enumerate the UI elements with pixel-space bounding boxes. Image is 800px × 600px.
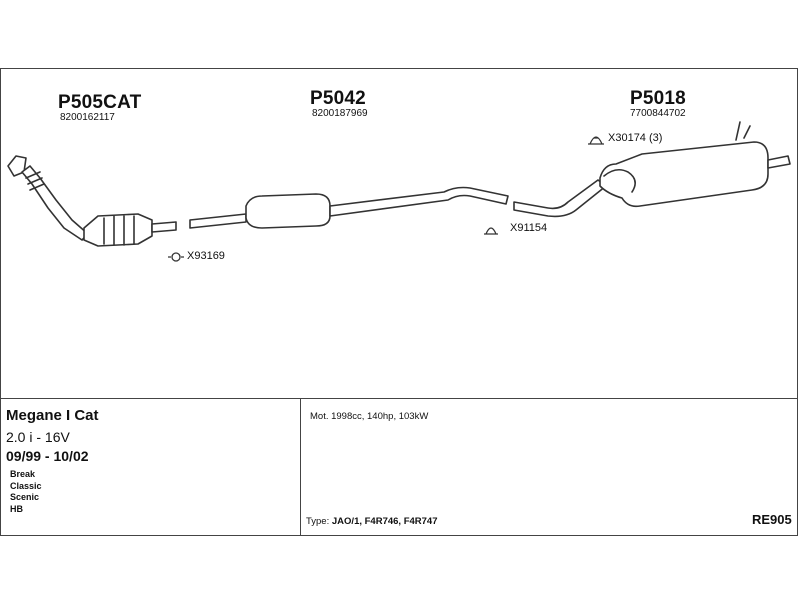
front-pipe xyxy=(21,165,89,241)
cat-outlet xyxy=(151,221,177,233)
vehicle-model: Megane I Cat xyxy=(6,407,99,424)
variant-list: Break Classic Scenic HB xyxy=(10,469,42,515)
section-divider xyxy=(0,398,798,399)
reference-code: RE905 xyxy=(752,512,792,527)
type-line: Type: JAO/1, F4R746, F4R747 xyxy=(306,516,438,527)
rear-inlet-pipe xyxy=(513,179,607,218)
part-code-p505cat: P505CAT xyxy=(58,92,142,113)
flex-joint xyxy=(25,171,45,191)
part-code-p5018: P5018 xyxy=(630,88,686,109)
type-label: Type: xyxy=(306,516,330,527)
variant-item: Scenic xyxy=(10,492,40,502)
catalytic-converter-part xyxy=(7,155,177,247)
motor-spec: Mot. 1998cc, 140hp, 103kW xyxy=(310,411,429,422)
clamp-icon xyxy=(168,252,184,262)
mid-inlet-pipe xyxy=(189,213,247,229)
hanger-bracket xyxy=(735,121,751,141)
clamp-icon xyxy=(484,227,498,235)
diagram-frame xyxy=(0,68,798,536)
variant-item: Classic xyxy=(10,480,42,491)
engine-description: 2.0 i - 16V xyxy=(6,429,70,445)
exhaust-diagram xyxy=(7,121,791,262)
mid-silencer-body xyxy=(245,193,331,229)
part-code-p5042: P5042 xyxy=(310,88,366,109)
part-number-p505cat: 8200162117 xyxy=(60,112,115,123)
tailpipe xyxy=(767,155,791,169)
part-number-p5018: 7700844702 xyxy=(630,108,686,119)
rear-silencer-ellipse xyxy=(603,168,636,193)
type-codes: JAO/1, F4R746, F4R747 xyxy=(331,516,438,527)
rear-silencer-body xyxy=(599,141,769,208)
clamp-icon xyxy=(588,136,604,145)
rear-silencer-part xyxy=(513,121,791,218)
clamp-label-x91154: X91154 xyxy=(510,222,548,234)
cat-ribs xyxy=(103,215,135,246)
middle-silencer-part xyxy=(189,186,509,229)
production-years: 09/99 - 10/02 xyxy=(6,448,89,464)
mid-outlet-pipe xyxy=(329,186,509,217)
variant-item: Break xyxy=(10,469,36,479)
column-divider xyxy=(300,398,301,535)
manifold-flange xyxy=(7,155,27,177)
clamp-label-x93169: X93169 xyxy=(187,250,225,262)
clamp-label-x30174: X30174 (3) xyxy=(608,132,663,144)
part-number-p5042: 8200187969 xyxy=(312,108,368,119)
catalytic-body xyxy=(83,213,153,247)
variant-item: HB xyxy=(10,503,23,514)
